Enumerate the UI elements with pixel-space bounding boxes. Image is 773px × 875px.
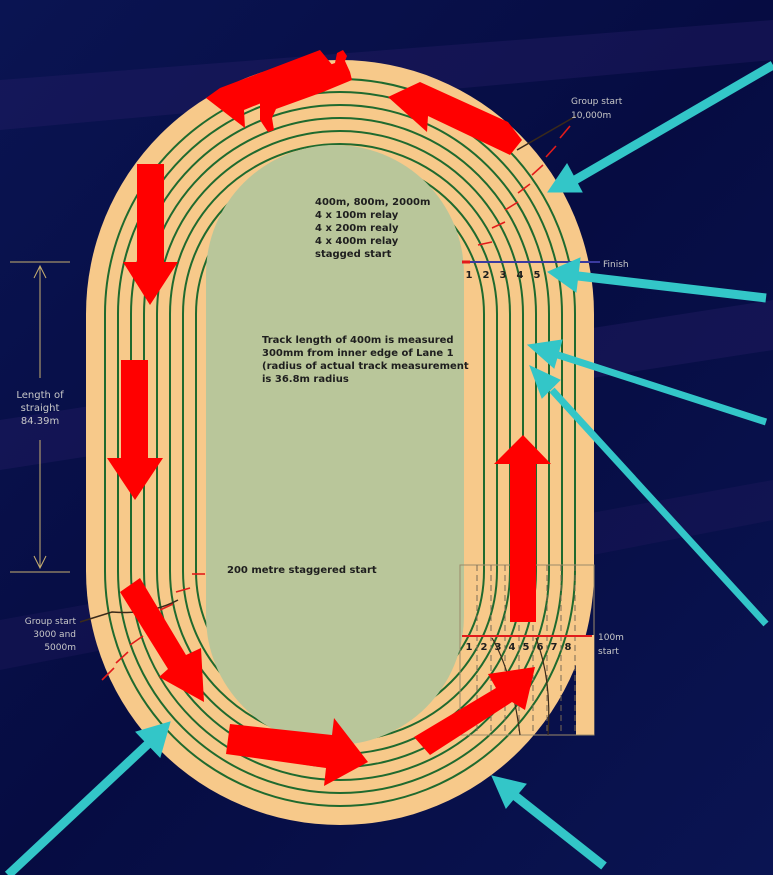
- svg-text:1: 1: [466, 270, 473, 281]
- svg-text:2: 2: [483, 270, 490, 281]
- svg-text:Track length of 400m is measur: Track length of 400m is measured: [262, 335, 454, 346]
- cyan-pointer-arrow: [556, 351, 768, 426]
- cyan-pointer-arrow: [491, 775, 527, 809]
- direction-arrows: [107, 50, 551, 786]
- svg-text:300mm from inner edge of Lane: 300mm from inner edge of Lane 1: [262, 348, 454, 359]
- svg-text:4: 4: [509, 642, 516, 653]
- svg-text:400m, 800m, 2000m: 400m, 800m, 2000m: [315, 197, 430, 208]
- svg-text:7: 7: [551, 642, 558, 653]
- svg-text:Group start: Group start: [571, 97, 623, 107]
- svg-text:4 x 200m realy: 4 x 200m realy: [315, 223, 399, 234]
- svg-text:3: 3: [495, 642, 502, 653]
- svg-text:5000m: 5000m: [44, 643, 76, 653]
- svg-text:start: start: [598, 647, 619, 657]
- pointer-arrows: [4, 61, 773, 875]
- svg-text:Length of: Length of: [16, 390, 64, 401]
- red-direction-arrow: [494, 435, 551, 622]
- cyan-pointer-arrow: [572, 61, 773, 184]
- cyan-pointer-arrow: [577, 271, 767, 303]
- cyan-pointer-arrow: [529, 365, 561, 399]
- label-group-start-left: Group start 3000 and 5000m: [25, 617, 77, 653]
- label-hundred-start: 100m start: [598, 633, 624, 657]
- svg-text:1: 1: [466, 642, 473, 653]
- events-block: 400m, 800m, 2000m 4 x 100m relay 4 x 200…: [315, 197, 430, 260]
- svg-text:5: 5: [534, 270, 541, 281]
- svg-text:(radius of actual track measur: (radius of actual track measurement: [262, 361, 469, 372]
- red-direction-arrow: [414, 667, 535, 755]
- cyan-pointer-arrow: [135, 721, 171, 758]
- start-lane-numbers: 1 2 3 4 5 6 7 8: [466, 642, 572, 653]
- red-direction-arrow: [206, 50, 338, 128]
- svg-text:straight: straight: [21, 403, 60, 414]
- svg-text:2: 2: [481, 642, 488, 653]
- svg-text:3: 3: [500, 270, 507, 281]
- svg-text:10,000m: 10,000m: [571, 111, 611, 121]
- label-two-hundred-start: 200 metre staggered start: [227, 565, 377, 576]
- red-direction-arrow: [226, 718, 368, 786]
- hundred-start-curve-outer: [535, 637, 550, 736]
- straight-dimension: [10, 261, 70, 573]
- group-start-line-top: [516, 115, 577, 151]
- svg-text:stagged start: stagged start: [315, 249, 392, 260]
- label-group-start-top: Group start 10,000m: [571, 97, 623, 121]
- svg-text:8: 8: [565, 642, 572, 653]
- cyan-pointer-arrow: [526, 339, 563, 369]
- label-finish: Finish: [603, 260, 629, 270]
- cyan-pointer-arrow: [511, 791, 607, 870]
- red-direction-arrow: [107, 360, 163, 500]
- infield: [206, 145, 464, 745]
- svg-text:6: 6: [537, 642, 544, 653]
- svg-text:is 36.8m radius: is 36.8m radius: [262, 374, 349, 385]
- svg-text:4: 4: [517, 270, 524, 281]
- svg-text:Group start: Group start: [25, 617, 77, 627]
- label-length-of-straight: Length of straight 84.39m: [16, 390, 64, 427]
- svg-text:4 x 100m relay: 4 x 100m relay: [315, 210, 399, 221]
- svg-text:100m: 100m: [598, 633, 624, 643]
- svg-text:5: 5: [523, 642, 530, 653]
- svg-text:3000 and: 3000 and: [33, 630, 76, 640]
- cyan-pointer-arrow: [4, 740, 152, 875]
- red-direction-arrow: [123, 164, 178, 305]
- finish-lane-numbers: 1 2 3 4 5: [466, 270, 541, 281]
- red-direction-arrow: [388, 82, 522, 155]
- red-direction-arrow: [120, 578, 204, 702]
- svg-text:4 x 400m relay: 4 x 400m relay: [315, 236, 399, 247]
- cyan-pointer-arrow: [549, 387, 769, 627]
- cyan-pointer-arrow: [546, 257, 581, 293]
- cyan-pointer-arrow: [547, 163, 583, 193]
- track-length-note: Track length of 400m is measured 300mm f…: [262, 335, 469, 385]
- svg-text:84.39m: 84.39m: [21, 416, 59, 427]
